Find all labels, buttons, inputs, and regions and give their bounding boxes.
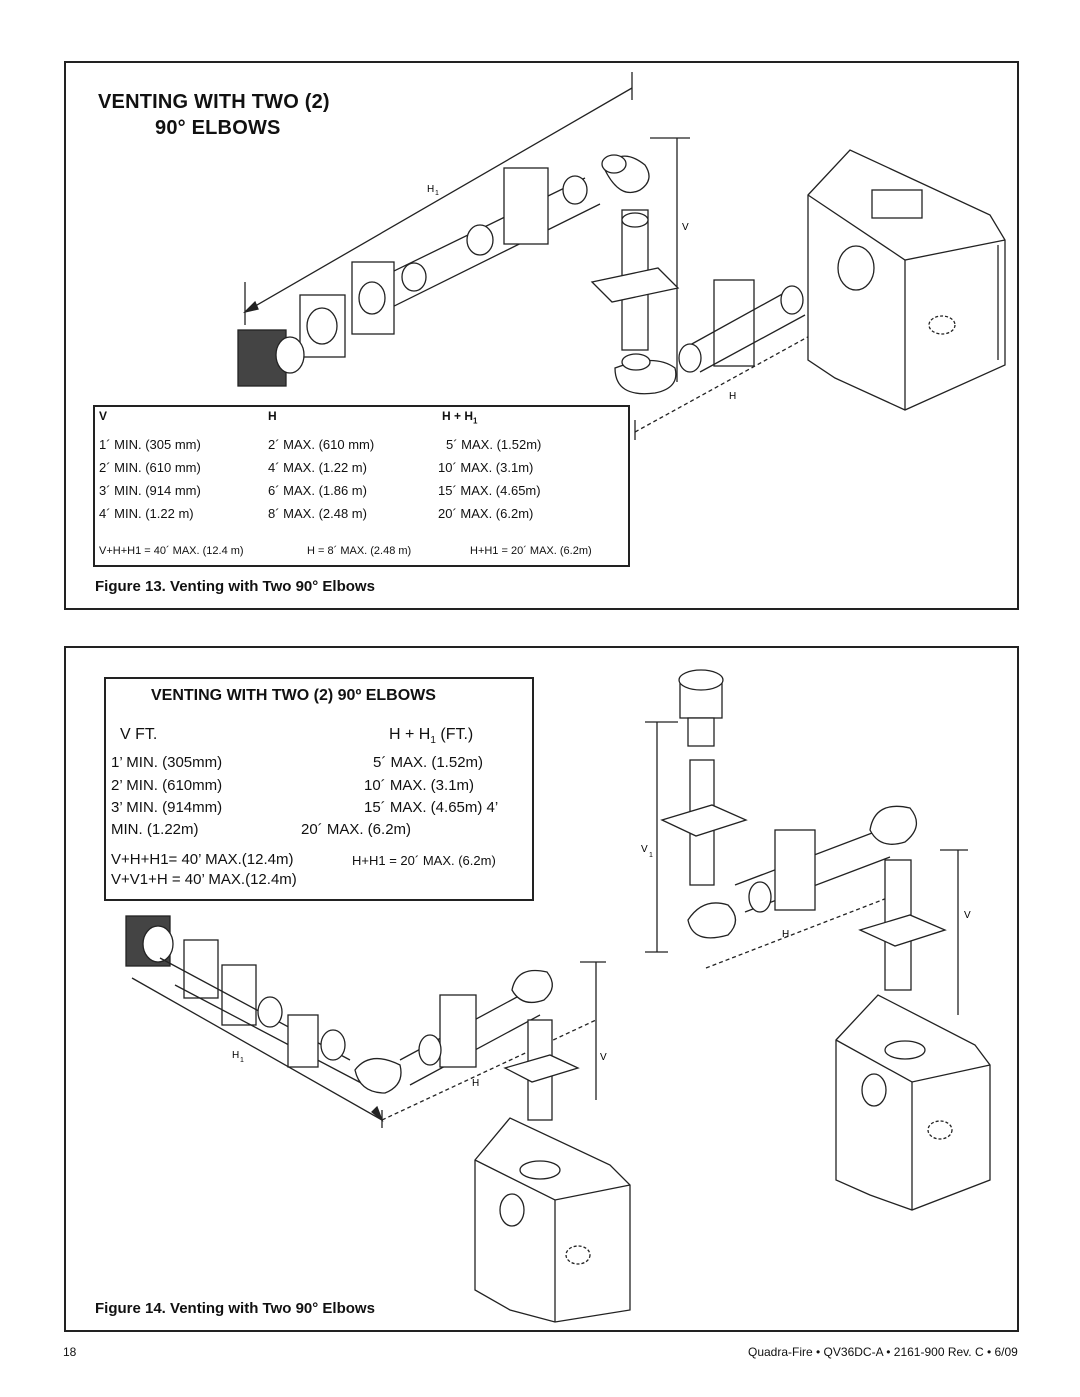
fig14-note-total: V+H+H1= 40’ MAX.(12.4m): [111, 851, 294, 868]
fig14-h1-dim-sub: 1: [240, 1057, 244, 1064]
fig14-row4-hh1: 20´ MAX. (6.2m): [301, 821, 412, 838]
fig14-row1-v: 1’ MIN. (305mm): [111, 754, 223, 771]
fig13-row1-hh1: 5´ MAX. (1.52m): [446, 437, 542, 452]
fig13-col-header-hh1: H + H1: [442, 409, 478, 426]
fig13-note-hh1-max: H+H1 = 20´ MAX. (6.2m): [470, 545, 592, 557]
figure-13-title-line1: VENTING WITH TWO (2): [98, 91, 330, 113]
fig14-v-lower-dim-label: V: [600, 1052, 607, 1063]
fig14-v-right-dim-label: V: [964, 910, 971, 921]
fig13-row3-h: 6´ MAX. (1.86 m): [268, 483, 367, 498]
fig13-row2-v: 2´ MIN. (610 mm): [99, 460, 201, 475]
fig14-row3-v: 3’ MIN. (914mm): [111, 799, 223, 816]
fig14-col-header-v: V FT.: [120, 726, 158, 743]
fig14-row4-v: MIN. (1.22m): [111, 821, 199, 838]
figure-13-frame: [64, 61, 1019, 610]
figure-14-vent-table: VENTING WITH TWO (2) 90º ELBOWS V FT. H …: [104, 677, 534, 901]
page-number: 18: [63, 1345, 77, 1359]
fig14-row1-hh1: 5´ MAX. (1.52m): [373, 754, 484, 771]
fig14-v1-dim-label: V: [641, 844, 648, 855]
fig14-note-total-v1: V+V1+H = 40’ MAX.(12.4m): [111, 871, 297, 888]
fig14-v1-dim-sub: 1: [649, 852, 653, 859]
fig13-h1-dim-sub: 1: [435, 190, 439, 197]
fig13-row2-hh1: 10´ MAX. (3.1m): [438, 460, 534, 475]
fig13-note-h-max: H = 8´ MAX. (2.48 m): [307, 545, 412, 557]
fig14-col-header-hh1: H + H1 (FT.): [389, 726, 474, 747]
fig13-row3-hh1: 15´ MAX. (4.65m): [438, 483, 541, 498]
figure-14-frame: [64, 646, 1019, 1332]
document-info: Quadra-Fire • QV36DC-A • 2161-900 Rev. C…: [748, 1345, 1018, 1359]
fig13-row1-v: 1´ MIN. (305 mm): [99, 437, 201, 452]
figure-14-caption: Figure 14. Venting with Two 90° Elbows: [95, 1300, 375, 1317]
fig13-row4-v: 4´ MIN. (1.22 m): [99, 506, 194, 521]
fig13-row4-h: 8´ MAX. (2.48 m): [268, 506, 367, 521]
fig14-table-title: VENTING WITH TWO (2) 90º ELBOWS: [151, 687, 436, 704]
figure-13-vent-table: V H H + H1 1´ MIN. (305 mm) 2´ MAX. (610…: [93, 405, 630, 567]
figure-13-caption: Figure 13. Venting with Two 90° Elbows: [95, 578, 375, 595]
fig13-row2-h: 4´ MAX. (1.22 m): [268, 460, 367, 475]
fig13-note-total: V+H+H1 = 40´ MAX. (12.4 m): [99, 545, 244, 557]
fig13-row3-v: 3´ MIN. (914 mm): [99, 483, 201, 498]
fig14-row2-v: 2’ MIN. (610mm): [111, 777, 223, 794]
fig14-h-lower-dim-label: H: [472, 1078, 479, 1089]
fig13-h1-dim-label: H: [427, 184, 434, 195]
fig13-col-header-h: H: [268, 409, 277, 423]
fig14-row2-hh1: 10´ MAX. (3.1m): [364, 777, 475, 794]
fig13-col-header-v: V: [99, 409, 108, 423]
fig13-row4-hh1: 20´ MAX. (6.2m): [438, 506, 534, 521]
figure-13-title-line2: 90° ELBOWS: [155, 117, 281, 139]
fig14-note-hh1-max: H+H1 = 20´ MAX. (6.2m): [352, 853, 496, 868]
fig14-h1-dim-label: H: [232, 1050, 239, 1061]
fig14-row3-hh1: 15´ MAX. (4.65m) 4’: [364, 799, 499, 816]
fig13-v-dim-label: V: [682, 222, 689, 233]
fig13-h-dim-label: H: [729, 391, 736, 402]
fig13-row1-h: 2´ MAX. (610 mm): [268, 437, 375, 452]
fig14-h-upper-dim-label: H: [782, 929, 789, 940]
